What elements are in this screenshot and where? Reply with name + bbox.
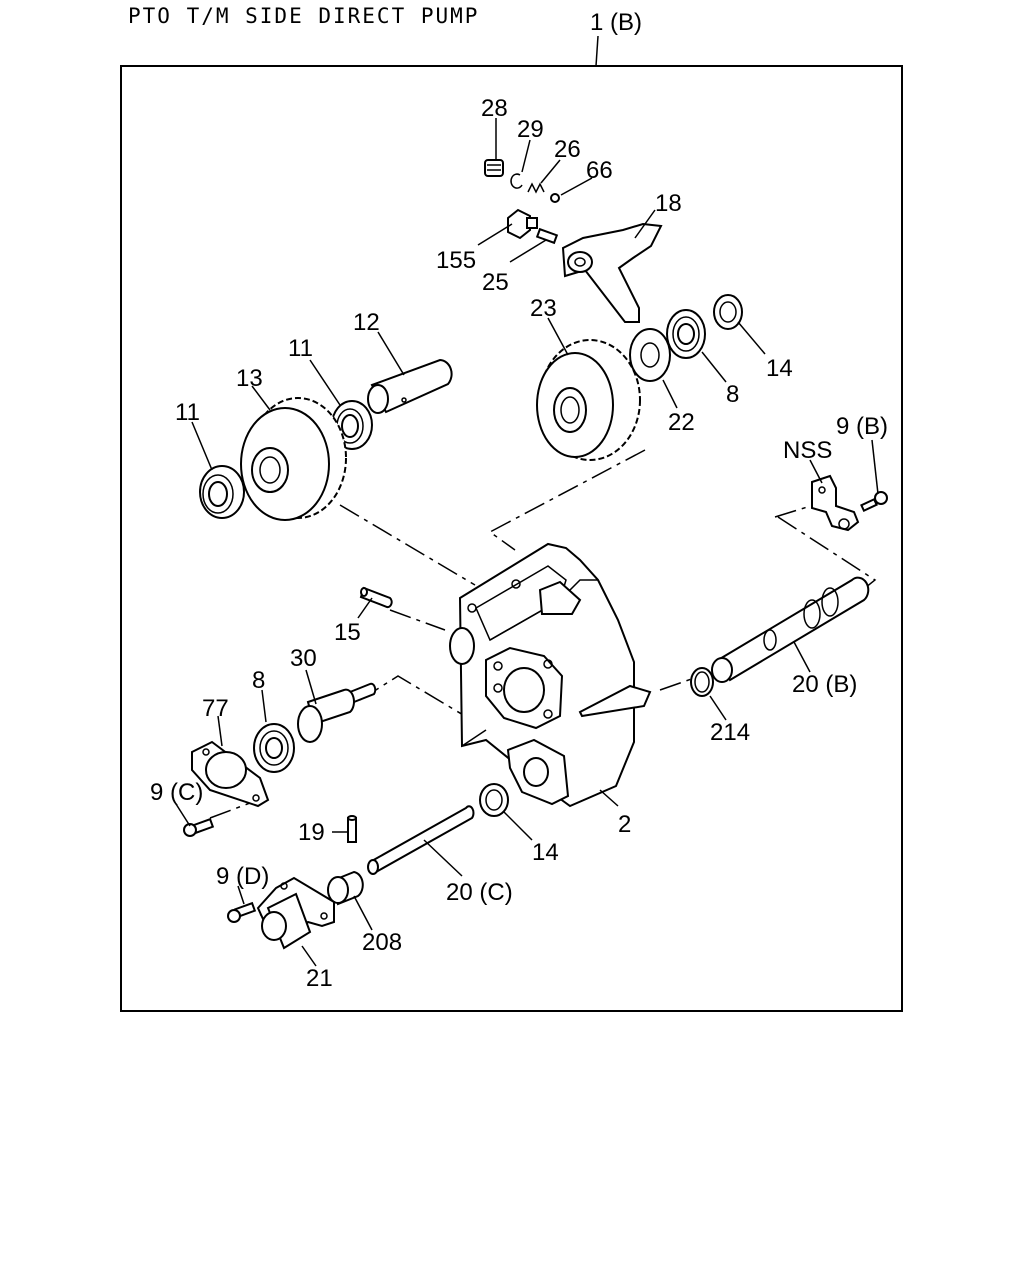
spring-26 bbox=[527, 182, 545, 194]
bracket-nss bbox=[811, 474, 860, 532]
diagram-title: PTO T/M SIDE DIRECT PUMP bbox=[128, 4, 480, 28]
shift-fork-18 bbox=[561, 222, 663, 323]
callout-8-bottom: 8 bbox=[252, 667, 265, 694]
diagram-frame bbox=[120, 65, 903, 1012]
callout-18: 18 bbox=[655, 190, 682, 217]
ball-66 bbox=[550, 193, 560, 203]
callout-13: 13 bbox=[236, 365, 263, 392]
plug-155 bbox=[507, 208, 538, 240]
callout-nss: NSS bbox=[783, 437, 832, 464]
callout-12: 12 bbox=[353, 309, 380, 336]
callout-9c: 9 (C) bbox=[150, 779, 203, 806]
callout-29: 29 bbox=[517, 116, 544, 143]
plug-28 bbox=[484, 159, 504, 177]
seal-14-bottom bbox=[479, 783, 509, 817]
gear-23 bbox=[536, 339, 641, 461]
gear-shaft-30 bbox=[297, 682, 377, 743]
callout-20b: 20 (B) bbox=[792, 671, 857, 698]
callout-15: 15 bbox=[334, 619, 361, 646]
callout-28: 28 bbox=[481, 95, 508, 122]
callout-208: 208 bbox=[362, 929, 402, 956]
callout-14-bottom: 14 bbox=[532, 839, 559, 866]
washer-29 bbox=[510, 173, 523, 189]
bearing-11-left bbox=[199, 465, 245, 519]
callout-9d: 9 (D) bbox=[216, 863, 269, 890]
cover-21 bbox=[256, 876, 335, 950]
pin-25 bbox=[535, 227, 559, 245]
callout-30: 30 bbox=[290, 645, 317, 672]
callout-11-left: 11 bbox=[175, 399, 200, 426]
callout-155: 155 bbox=[436, 247, 476, 274]
cover-77 bbox=[191, 740, 270, 808]
lever-208 bbox=[327, 870, 364, 906]
bolt-9c bbox=[183, 817, 215, 837]
assembly-label: 1 (B) bbox=[590, 9, 642, 36]
callout-214: 214 bbox=[710, 719, 750, 746]
callout-9b: 9 (B) bbox=[836, 413, 888, 440]
seal-14-top bbox=[713, 294, 743, 330]
pin-15 bbox=[359, 586, 393, 609]
bearing-8-bottom bbox=[253, 723, 295, 773]
callout-22: 22 bbox=[668, 409, 695, 436]
shaft-20c bbox=[367, 805, 475, 875]
bolt-9b bbox=[860, 491, 888, 513]
shaft-12 bbox=[367, 358, 453, 414]
callout-26: 26 bbox=[554, 136, 581, 163]
callout-23: 23 bbox=[530, 295, 557, 322]
callout-2: 2 bbox=[618, 811, 631, 838]
callout-19: 19 bbox=[298, 819, 325, 846]
callout-66: 66 bbox=[586, 157, 613, 184]
gear-13 bbox=[240, 397, 347, 521]
housing-2 bbox=[449, 542, 652, 808]
shaft-20b bbox=[711, 576, 870, 683]
assembly-leader bbox=[595, 35, 599, 67]
callout-21: 21 bbox=[306, 965, 333, 992]
callout-77: 77 bbox=[202, 695, 229, 722]
washer-22 bbox=[629, 328, 671, 382]
pin-19 bbox=[347, 815, 357, 843]
oring-214 bbox=[690, 667, 714, 697]
callout-25: 25 bbox=[482, 269, 509, 296]
bearing-8-top bbox=[666, 309, 706, 359]
bolt-9d bbox=[227, 901, 257, 923]
callout-14-top: 14 bbox=[766, 355, 793, 382]
callout-11-right: 11 bbox=[288, 335, 313, 362]
callout-20c: 20 (C) bbox=[446, 879, 513, 906]
callout-8-top: 8 bbox=[726, 381, 739, 408]
